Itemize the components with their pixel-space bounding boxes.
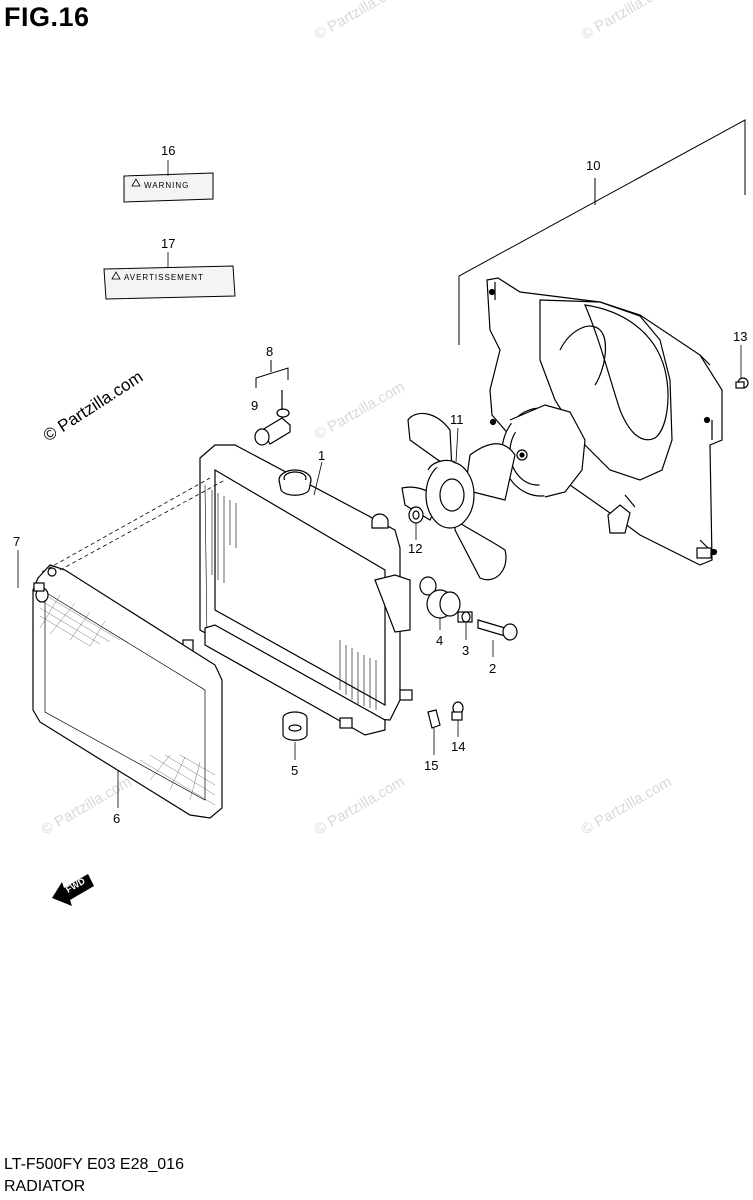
- bolt-2: [477, 619, 518, 641]
- fwd-arrow-icon: FWD: [52, 874, 94, 906]
- watermark: © Partzilla.com: [39, 773, 135, 838]
- callout-8-bracket: [255, 360, 289, 388]
- callout-14: 14: [451, 739, 465, 754]
- avertissement-decal-text: AVERTISSEMENT: [124, 273, 204, 282]
- callout-labels: 1 2 3 4 5 6 7 8 9 10 11 12 13 14 15 16 1…: [13, 143, 747, 826]
- nut-12: [408, 506, 424, 524]
- clip-15: [427, 709, 441, 729]
- callout-1: 1: [318, 448, 325, 463]
- bolt-13: [735, 377, 749, 389]
- callout-9: 9: [251, 398, 258, 413]
- watermark: © Partzilla.com: [312, 378, 408, 443]
- watermark: © Partzilla.com: [312, 0, 408, 43]
- callout-6: 6: [113, 811, 120, 826]
- fan-motor: [501, 404, 586, 498]
- fan-shroud: [486, 277, 723, 566]
- callout-7: 7: [13, 534, 20, 549]
- diagram-name: RADIATOR: [4, 1178, 86, 1195]
- callout-12: 12: [408, 541, 422, 556]
- bolt-7: [33, 582, 49, 603]
- fan-blade: [401, 412, 516, 581]
- callout-17: 17: [161, 236, 175, 251]
- diagram-code: LT-F500FY E03 E28_016: [4, 1156, 184, 1173]
- callout-2: 2: [489, 661, 496, 676]
- callout-8: 8: [266, 344, 273, 359]
- watermark: © Partzilla.com: [312, 773, 408, 838]
- alignment-lines: [41, 477, 226, 573]
- cushion-5: [282, 711, 308, 741]
- callout-15: 15: [424, 758, 438, 773]
- warning-decal: WARNING: [123, 172, 214, 203]
- callout-11: 11: [450, 412, 464, 427]
- collar-3: [457, 611, 473, 623]
- thermo-switch-9: [254, 390, 291, 446]
- radiator: [182, 444, 437, 736]
- grommet-4: [426, 589, 461, 619]
- leader-lines: [17, 160, 742, 808]
- fan-shroud-box-lines: [458, 119, 746, 345]
- callout-10: 10: [586, 158, 600, 173]
- avertissement-decal: AVERTISSEMENT: [103, 265, 236, 300]
- callout-13: 13: [733, 329, 747, 344]
- radiator-screen-6: [32, 564, 223, 819]
- watermark-dark: © Partzilla.com: [40, 367, 146, 445]
- callout-5: 5: [291, 763, 298, 778]
- callout-4: 4: [436, 633, 443, 648]
- radiator-cap: [278, 469, 312, 496]
- figure-title: FIG.16: [4, 2, 90, 32]
- warning-decal-text: WARNING: [144, 181, 189, 190]
- callout-3: 3: [462, 643, 469, 658]
- watermark: © Partzilla.com: [579, 773, 675, 838]
- callout-16: 16: [161, 143, 175, 158]
- watermark: © Partzilla.com: [579, 0, 675, 43]
- bolt-14: [451, 701, 464, 721]
